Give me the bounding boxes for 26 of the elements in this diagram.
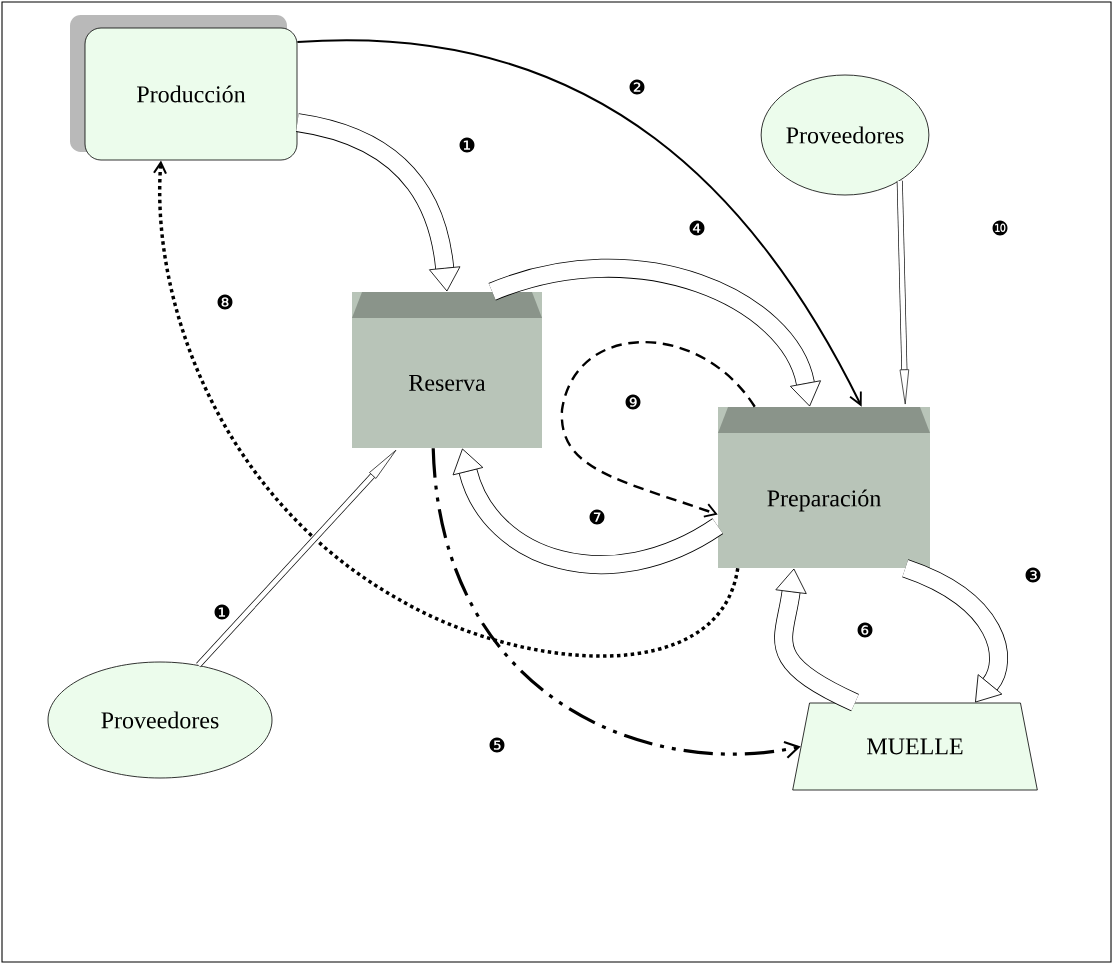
- edge-label: ❸: [1022, 566, 1044, 584]
- hollow-arrow: [196, 449, 397, 668]
- edge-label: ❼: [586, 508, 608, 526]
- edge-label: ❷: [626, 78, 648, 96]
- block-arrow: [489, 258, 821, 407]
- arrow: [153, 160, 740, 658]
- edge-label: ❹: [686, 219, 708, 237]
- edge-label: ❶: [456, 136, 478, 154]
- block-arrow: [295, 113, 461, 292]
- block-arrow: [901, 559, 1008, 703]
- arrow: [560, 341, 756, 518]
- edge-label: ❻: [854, 621, 876, 639]
- edge-label: ❾: [622, 393, 644, 411]
- edge-label: ❺: [486, 736, 508, 754]
- storage-box: Preparación: [718, 407, 930, 568]
- hollow-arrow: [896, 180, 910, 405]
- process-box: Producción: [70, 15, 298, 161]
- edge-label: ❽: [214, 293, 236, 311]
- block-arrow: [452, 448, 723, 574]
- arrow: [296, 39, 862, 407]
- block-arrow: [774, 568, 860, 712]
- dock-trapezoid: MUELLE: [792, 702, 1038, 791]
- edge-label: ❿: [989, 219, 1011, 237]
- storage-box: Reserva: [352, 292, 542, 448]
- edge-label: ❶: [211, 603, 233, 621]
- arrow: [431, 448, 801, 759]
